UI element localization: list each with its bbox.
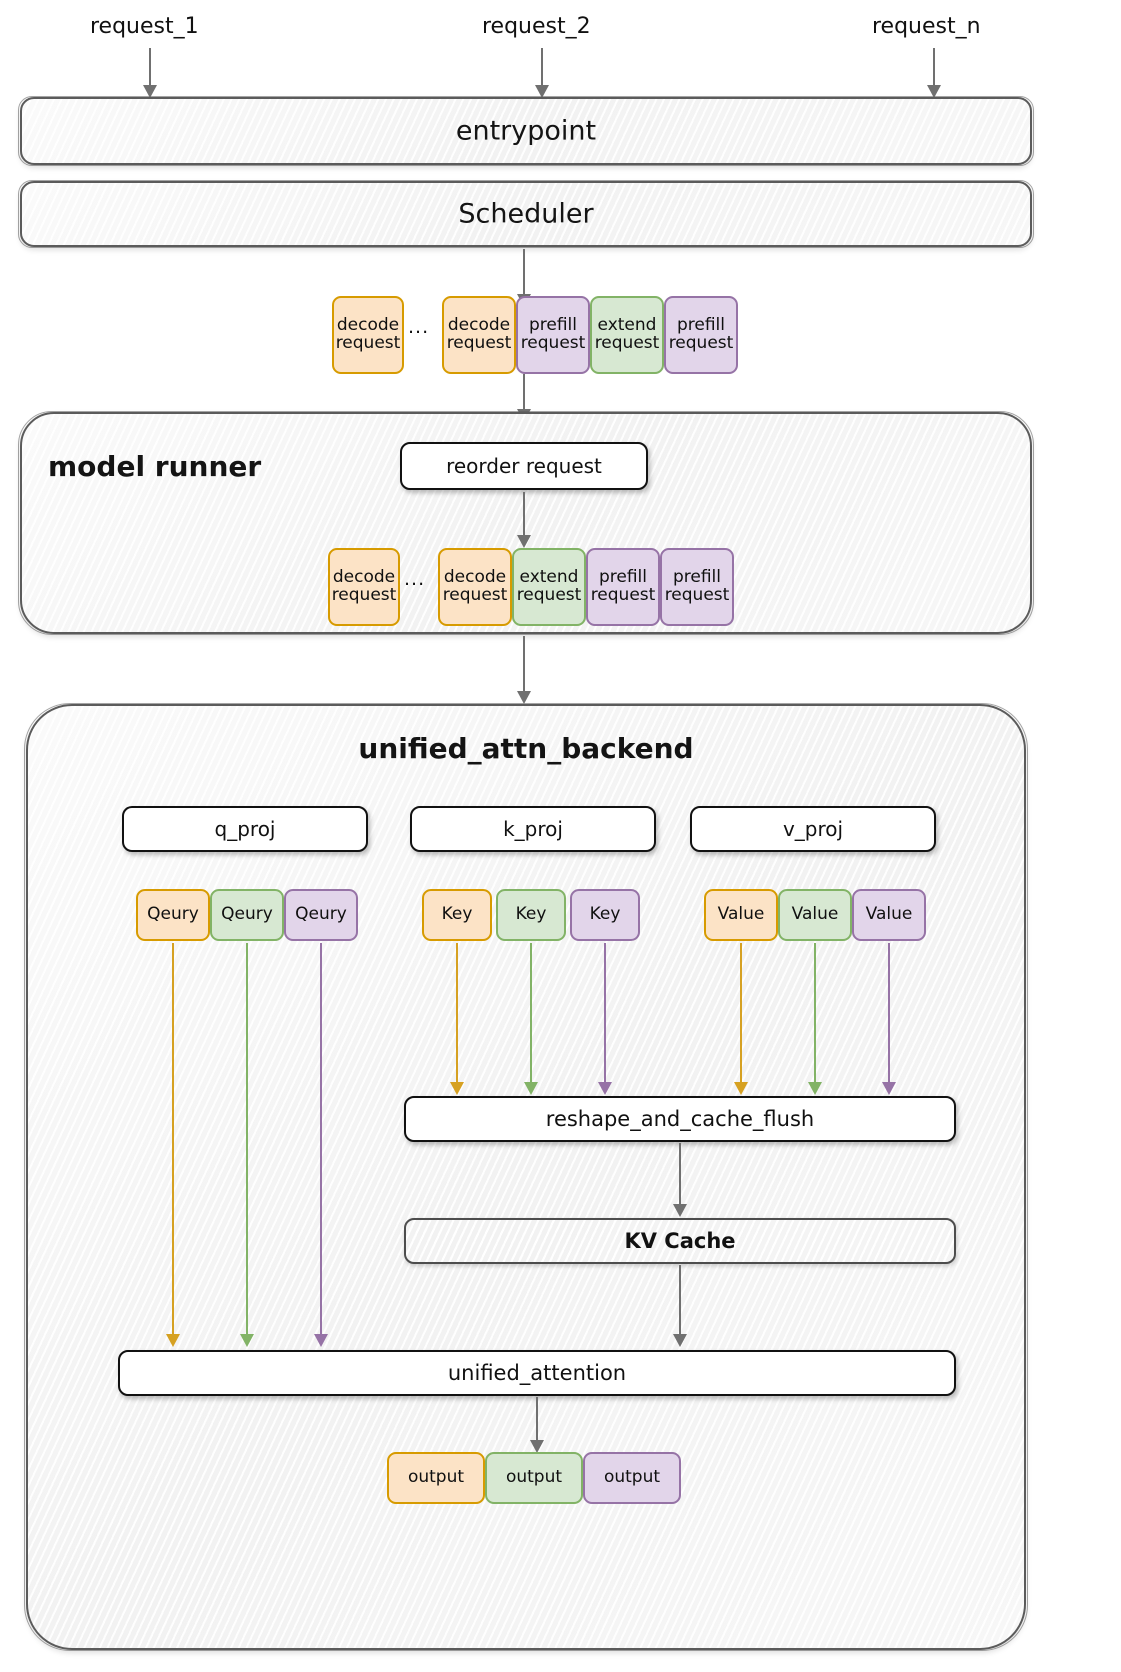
scheduler-batch: decode request ... decode request prefil… [332,296,742,374]
chip-line2: request [442,585,508,605]
chip-label: Value [865,904,913,925]
chip-value-decode[interactable]: Value [704,889,778,941]
arrow-reshape-to-kv-cache [672,1143,688,1217]
arrow-query-prefill-to-attention [313,943,329,1347]
input-label-request-n: request_n [872,14,981,39]
kv-cache-label: KV Cache [624,1229,736,1253]
chip-label: Key [515,904,547,925]
arrow-reorder-to-batch [516,492,532,548]
chip-line2: request [668,333,734,353]
arrow-key-extend-to-reshape [523,943,539,1095]
chip-line1: prefill [676,315,726,336]
arrow-value-extend-to-reshape [807,943,823,1095]
chip-reordered-decode-request-1[interactable]: decode request [328,548,400,626]
chip-line1: prefill [672,567,722,588]
model-runner-batch: decode request ... decode request extend… [328,548,738,626]
scheduler-batch-ellipsis: ... [408,316,430,338]
chip-query-decode[interactable]: Qeury [136,889,210,941]
chip-label: output [505,1467,563,1488]
arrow-model-runner-to-backend [516,636,532,704]
chip-decode-request-1[interactable]: decode request [332,296,404,374]
chip-reordered-extend-request[interactable]: extend request [512,548,586,626]
input-label-request-2: request_2 [482,14,591,39]
chip-reordered-decode-request-2[interactable]: decode request [438,548,512,626]
chip-line2: request [594,333,660,353]
chip-output-extend[interactable]: output [485,1452,583,1504]
arrow-attention-to-outputs [529,1397,545,1453]
chip-label: Value [791,904,839,925]
k-proj-box[interactable]: k_proj [410,806,656,852]
chip-query-prefill[interactable]: Qeury [284,889,358,941]
arrow-request-n-to-entrypoint [926,48,942,98]
chip-output-decode[interactable]: output [387,1452,485,1504]
chip-line1: prefill [598,567,648,588]
chip-value-extend[interactable]: Value [778,889,852,941]
model-runner-label: model runner [48,450,262,483]
scheduler-container[interactable]: Scheduler [18,180,1034,248]
chip-query-extend[interactable]: Qeury [210,889,284,941]
chip-key-extend[interactable]: Key [496,889,566,941]
chip-extend-request-1[interactable]: extend request [590,296,664,374]
chip-label: output [603,1467,661,1488]
chip-line1: decode [332,567,396,588]
chip-prefill-request-1[interactable]: prefill request [516,296,590,374]
chip-line1: decode [443,567,507,588]
unified-attn-backend-title: unified_attn_backend [358,732,694,765]
chip-line1: decode [447,315,511,336]
chip-key-decode[interactable]: Key [422,889,492,941]
q-proj-label: q_proj [214,817,276,841]
chip-label: Qeury [295,904,347,925]
chip-label: Qeury [221,904,273,925]
chip-output-prefill[interactable]: output [583,1452,681,1504]
chip-line2: request [331,585,397,605]
model-runner-batch-ellipsis: ... [404,568,426,590]
chip-decode-request-2[interactable]: decode request [442,296,516,374]
reshape-and-cache-flush-label: reshape_and_cache_flush [545,1107,815,1131]
unified-attention-label: unified_attention [447,1361,627,1385]
arrow-request-2-to-entrypoint [534,48,550,98]
arrow-request-1-to-entrypoint [142,48,158,98]
chip-line2: request [446,333,512,353]
chip-prefill-request-2[interactable]: prefill request [664,296,738,374]
chip-line1: extend [597,315,657,336]
arrow-key-decode-to-reshape [449,943,465,1095]
chip-key-prefill[interactable]: Key [570,889,640,941]
arrow-value-decode-to-reshape [733,943,749,1095]
chip-reordered-prefill-request-2[interactable]: prefill request [660,548,734,626]
entrypoint-label: entrypoint [455,115,597,147]
chip-line1: decode [336,315,400,336]
kv-cache-box[interactable]: KV Cache [404,1218,956,1264]
arrow-key-prefill-to-reshape [597,943,613,1095]
arrow-value-prefill-to-reshape [881,943,897,1095]
chip-label: output [407,1467,465,1488]
entrypoint-container[interactable]: entrypoint [18,96,1034,166]
chip-line1: prefill [528,315,578,336]
chip-value-prefill[interactable]: Value [852,889,926,941]
unified-attention-box[interactable]: unified_attention [118,1350,956,1396]
chip-reordered-prefill-request-1[interactable]: prefill request [586,548,660,626]
reshape-and-cache-flush-box[interactable]: reshape_and_cache_flush [404,1096,956,1142]
arrow-query-decode-to-attention [165,943,181,1347]
input-label-request-1: request_1 [90,14,199,39]
arrow-query-extend-to-attention [239,943,255,1347]
chip-line2: request [335,333,401,353]
chip-line2: request [520,333,586,353]
chip-line1: extend [519,567,579,588]
v-proj-label: v_proj [782,817,844,841]
chip-line2: request [590,585,656,605]
k-proj-label: k_proj [503,817,563,841]
reorder-request-box[interactable]: reorder request [400,442,648,490]
arrow-kv-cache-to-attention [672,1265,688,1347]
chip-line2: request [516,585,582,605]
scheduler-label: Scheduler [458,198,594,230]
chip-line2: request [664,585,730,605]
q-proj-box[interactable]: q_proj [122,806,368,852]
reorder-request-label: reorder request [446,454,602,478]
chip-label: Qeury [147,904,199,925]
chip-label: Key [441,904,473,925]
v-proj-box[interactable]: v_proj [690,806,936,852]
chip-label: Value [717,904,765,925]
chip-label: Key [589,904,621,925]
